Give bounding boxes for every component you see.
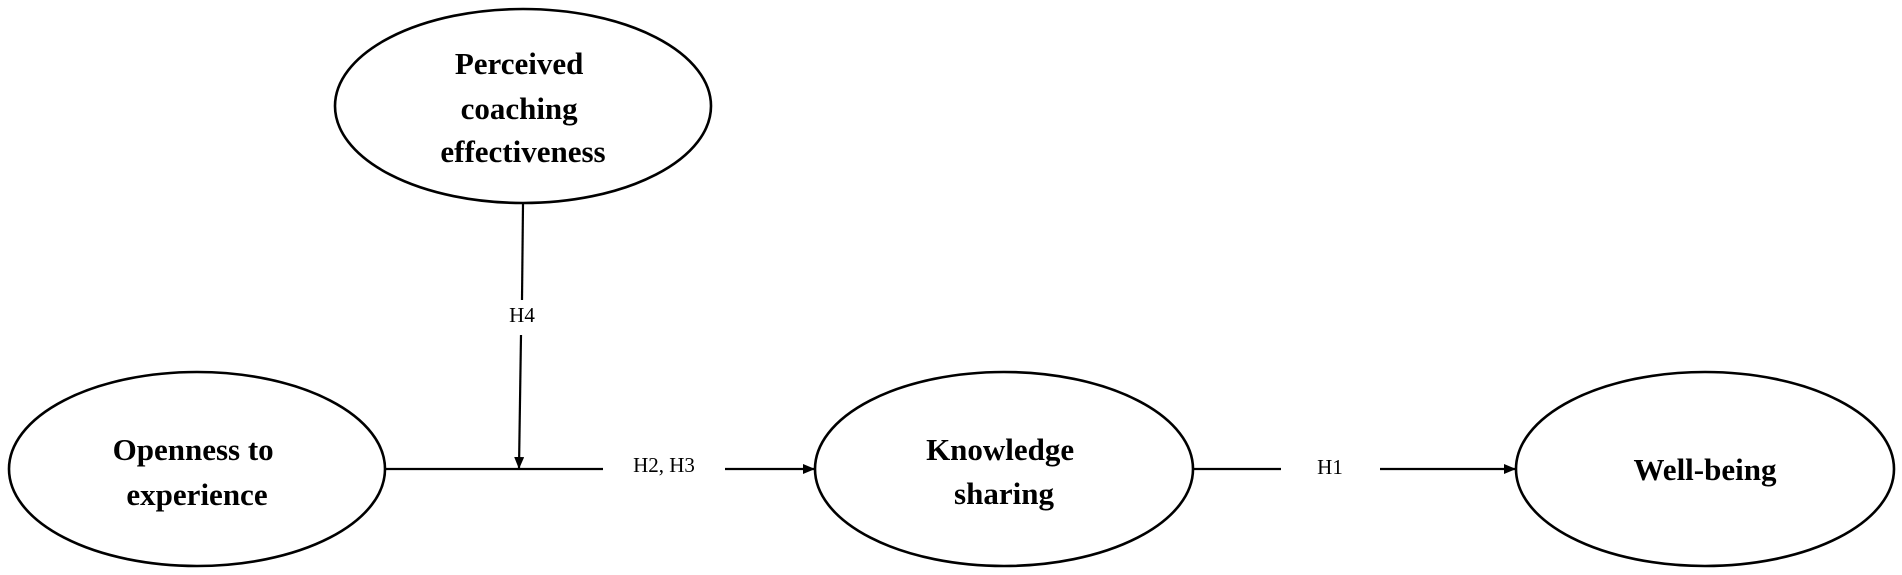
edge-label-h1: H1 [1317, 455, 1343, 479]
node-label-line: coaching [461, 91, 579, 126]
node-ellipse [1514, 370, 1896, 568]
edge-line-moderation-upper [520, 203, 525, 301]
edge-label-h4: H4 [509, 303, 535, 327]
node-well-being: Well-being [1514, 370, 1896, 568]
node-label-line: Perceived [455, 46, 584, 81]
node-ellipse [813, 370, 1195, 568]
node-ellipse [333, 7, 713, 205]
node-ellipse [7, 370, 387, 568]
edge-openness-to-knowledge: H2, H3 [386, 453, 815, 477]
node-perceived-coaching-effectiveness: Perceived coaching effectiveness [333, 7, 713, 205]
node-knowledge-sharing: Knowledge sharing [813, 370, 1195, 568]
node-label-line: effectiveness [440, 134, 605, 169]
node-label: Perceived coaching effectiveness [440, 46, 605, 169]
edge-label-h2-h3: H2, H3 [633, 453, 695, 477]
node-label-line: experience [126, 477, 267, 512]
edge-moderation: H4 [509, 203, 535, 469]
node-label: Knowledge sharing [926, 432, 1082, 511]
node-label-line: sharing [954, 476, 1054, 511]
node-label: Well-being [1634, 452, 1777, 487]
edge-arrow-moderation [514, 334, 525, 469]
node-openness-to-experience: Openness to experience [7, 370, 387, 568]
node-label-line: Knowledge [926, 432, 1074, 467]
node-label-line: Openness to [113, 432, 274, 467]
node-label: Openness to experience [113, 432, 282, 512]
node-label-line: Well-being [1634, 452, 1777, 487]
edge-knowledge-to-wellbeing: H1 [1194, 455, 1516, 479]
